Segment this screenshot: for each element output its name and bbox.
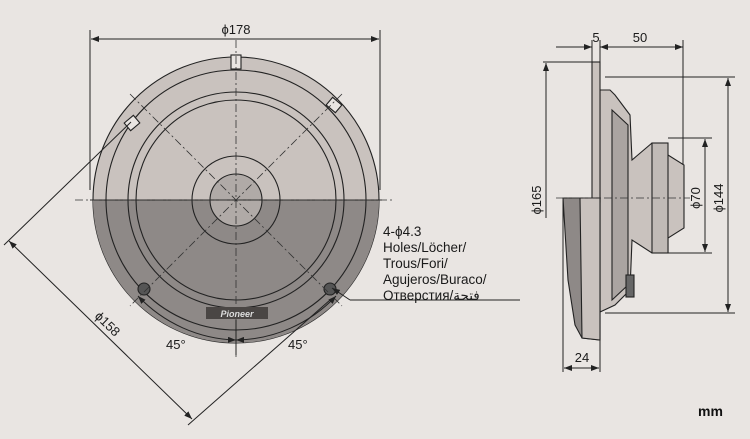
grille-depth-label: 24 [575,350,589,365]
cone-profile [611,108,629,302]
outer-diameter-label: ϕ178 [222,22,251,37]
angle-right-label: 45° [288,337,308,352]
terminal [625,274,635,298]
center-line-diagonal [129,93,343,307]
holes-callout: 4-ϕ4.3 Holes/Löcher/ Trous/Fori/ Agujero… [331,224,520,303]
side-view [556,61,690,341]
flange-thickness-label: 5 [592,30,599,45]
holes-label-line: Trous/Fori/ [383,256,448,271]
holes-label-line: Отверстия/فتحة [383,288,480,303]
dimension-outer-diameter: ϕ178 [89,22,381,190]
front-view: Pioneer [75,40,395,360]
dimension-magnet-diameter: ϕ70 [668,137,712,254]
mount-tab-right [325,96,343,114]
pioneer-logo: Pioneer [220,309,254,319]
dimension-cutout-diameter: ϕ165 [529,61,592,218]
angle-dimensions: 45° 45° [137,295,337,355]
flange [591,61,601,203]
mount-tab-left [123,114,141,132]
dimension-grille-depth: 24 [562,200,601,372]
mount-depth-label: 50 [633,30,647,45]
holes-label-line: Agujeros/Buraco/ [383,272,487,287]
mount-diameter-label: ϕ158 [92,308,123,339]
mount-hole-left [137,282,151,296]
frame-diameter-label: ϕ144 [711,184,726,213]
angle-left-label: 45° [166,337,186,352]
holes-label-line: Holes/Löcher/ [383,240,467,255]
dimension-frame-diameter: ϕ144 [605,76,735,314]
magnet-diameter-label: ϕ70 [688,187,703,209]
holes-label-line: 4-ϕ4.3 [383,224,421,239]
dimension-flange-depth: 5 50 [556,30,684,165]
cutout-diameter-label: ϕ165 [529,186,544,215]
unit-label: mm [698,403,723,419]
